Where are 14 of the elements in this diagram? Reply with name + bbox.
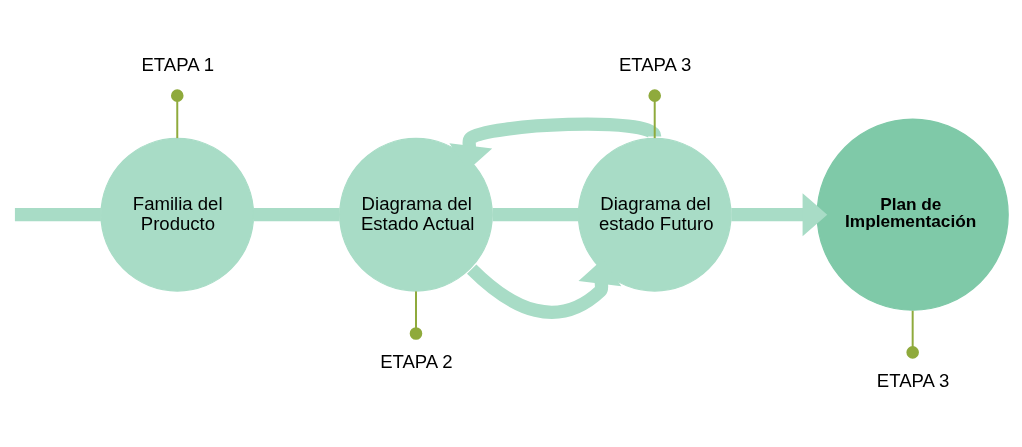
node-text: ETAPA 3 [876,369,950,391]
arrow [731,192,828,236]
connector [409,289,423,340]
connector [492,207,579,221]
connector [170,88,184,139]
node-text: ETAPA 2 [380,350,453,372]
node-text: ETAPA 3 [618,53,692,75]
connector [14,207,101,221]
node-text: ETAPA 1 [141,53,214,75]
connector [253,207,340,221]
node-circle: Plan de Implementación [816,118,1009,311]
connector [648,88,661,139]
node-circle: Familia del Producto [100,137,255,292]
connector [906,309,919,359]
